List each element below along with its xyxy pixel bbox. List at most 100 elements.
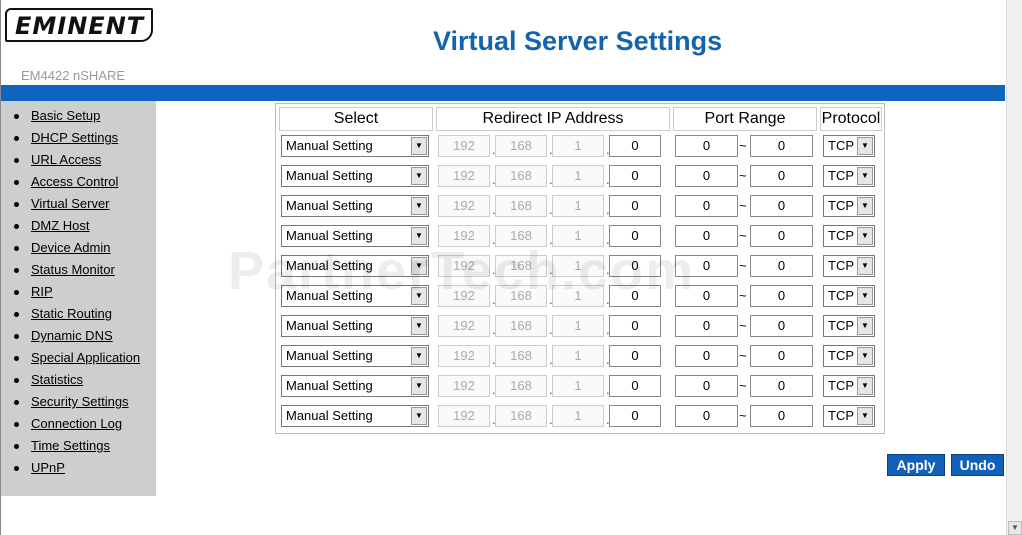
- ip-octet-4-field[interactable]: 0: [609, 345, 661, 367]
- scrollbar-track[interactable]: [1008, 0, 1022, 520]
- sidebar-link[interactable]: Dynamic DNS: [31, 328, 113, 343]
- dropdown-arrow-icon[interactable]: ▼: [857, 407, 873, 425]
- port-from-field[interactable]: 0: [675, 375, 738, 397]
- port-to-field[interactable]: 0: [750, 345, 813, 367]
- protocol-dropdown[interactable]: TCP▼: [823, 225, 875, 247]
- sidebar-link[interactable]: Special Application: [31, 350, 141, 365]
- protocol-dropdown[interactable]: TCP▼: [823, 195, 875, 217]
- sidebar-item-special-application[interactable]: Special Application: [1, 348, 156, 370]
- port-to-field[interactable]: 0: [750, 165, 813, 187]
- ip-octet-4-field[interactable]: 0: [609, 375, 661, 397]
- port-to-field[interactable]: 0: [750, 135, 813, 157]
- ip-octet-4-field[interactable]: 0: [609, 285, 661, 307]
- dropdown-arrow-icon[interactable]: ▼: [411, 377, 427, 395]
- dropdown-arrow-icon[interactable]: ▼: [411, 347, 427, 365]
- sidebar-link[interactable]: Virtual Server: [31, 196, 110, 211]
- port-from-field[interactable]: 0: [675, 195, 738, 217]
- dropdown-arrow-icon[interactable]: ▼: [857, 347, 873, 365]
- protocol-dropdown[interactable]: TCP▼: [823, 255, 875, 277]
- select-dropdown[interactable]: Manual Setting▼: [281, 225, 429, 247]
- sidebar-link[interactable]: Time Settings: [31, 438, 110, 453]
- scroll-down-icon[interactable]: ▼: [1008, 521, 1022, 535]
- sidebar-link[interactable]: Connection Log: [31, 416, 123, 431]
- dropdown-arrow-icon[interactable]: ▼: [411, 317, 427, 335]
- dropdown-arrow-icon[interactable]: ▼: [857, 227, 873, 245]
- sidebar-item-basic-setup[interactable]: Basic Setup: [1, 106, 156, 128]
- sidebar-item-status-monitor[interactable]: Status Monitor: [1, 260, 156, 282]
- sidebar-item-url-access[interactable]: URL Access: [1, 150, 156, 172]
- port-to-field[interactable]: 0: [750, 255, 813, 277]
- dropdown-arrow-icon[interactable]: ▼: [411, 407, 427, 425]
- port-from-field[interactable]: 0: [675, 255, 738, 277]
- protocol-dropdown[interactable]: TCP▼: [823, 285, 875, 307]
- protocol-dropdown[interactable]: TCP▼: [823, 375, 875, 397]
- ip-octet-4-field[interactable]: 0: [609, 165, 661, 187]
- port-to-field[interactable]: 0: [750, 315, 813, 337]
- dropdown-arrow-icon[interactable]: ▼: [857, 317, 873, 335]
- sidebar-link[interactable]: DMZ Host: [31, 218, 90, 233]
- dropdown-arrow-icon[interactable]: ▼: [857, 377, 873, 395]
- protocol-dropdown[interactable]: TCP▼: [823, 315, 875, 337]
- select-dropdown[interactable]: Manual Setting▼: [281, 255, 429, 277]
- dropdown-arrow-icon[interactable]: ▼: [857, 257, 873, 275]
- port-from-field[interactable]: 0: [675, 225, 738, 247]
- select-dropdown[interactable]: Manual Setting▼: [281, 195, 429, 217]
- sidebar-link[interactable]: UPnP: [31, 460, 65, 475]
- sidebar-link[interactable]: Statistics: [31, 372, 84, 387]
- dropdown-arrow-icon[interactable]: ▼: [857, 137, 873, 155]
- sidebar-link[interactable]: Status Monitor: [31, 262, 115, 277]
- sidebar-link[interactable]: Security Settings: [31, 394, 129, 409]
- undo-button[interactable]: Undo: [951, 454, 1004, 476]
- sidebar-link[interactable]: Basic Setup: [31, 108, 101, 123]
- dropdown-arrow-icon[interactable]: ▼: [411, 257, 427, 275]
- port-from-field[interactable]: 0: [675, 165, 738, 187]
- dropdown-arrow-icon[interactable]: ▼: [411, 197, 427, 215]
- protocol-dropdown[interactable]: TCP▼: [823, 165, 875, 187]
- port-to-field[interactable]: 0: [750, 375, 813, 397]
- apply-button[interactable]: Apply: [887, 454, 945, 476]
- select-dropdown[interactable]: Manual Setting▼: [281, 315, 429, 337]
- sidebar-item-dhcp-settings[interactable]: DHCP Settings: [1, 128, 156, 150]
- sidebar-link[interactable]: Device Admin: [31, 240, 111, 255]
- sidebar-item-access-control[interactable]: Access Control: [1, 172, 156, 194]
- port-to-field[interactable]: 0: [750, 285, 813, 307]
- port-from-field[interactable]: 0: [675, 135, 738, 157]
- sidebar-link[interactable]: RIP: [31, 284, 53, 299]
- select-dropdown[interactable]: Manual Setting▼: [281, 375, 429, 397]
- port-from-field[interactable]: 0: [675, 405, 738, 427]
- select-dropdown[interactable]: Manual Setting▼: [281, 285, 429, 307]
- sidebar-item-statistics[interactable]: Statistics: [1, 370, 156, 392]
- select-dropdown[interactable]: Manual Setting▼: [281, 345, 429, 367]
- ip-octet-4-field[interactable]: 0: [609, 195, 661, 217]
- ip-octet-4-field[interactable]: 0: [609, 135, 661, 157]
- select-dropdown[interactable]: Manual Setting▼: [281, 165, 429, 187]
- dropdown-arrow-icon[interactable]: ▼: [857, 167, 873, 185]
- dropdown-arrow-icon[interactable]: ▼: [411, 227, 427, 245]
- ip-octet-4-field[interactable]: 0: [609, 255, 661, 277]
- protocol-dropdown[interactable]: TCP▼: [823, 135, 875, 157]
- sidebar-link[interactable]: DHCP Settings: [31, 130, 119, 145]
- dropdown-arrow-icon[interactable]: ▼: [411, 137, 427, 155]
- sidebar-item-static-routing[interactable]: Static Routing: [1, 304, 156, 326]
- sidebar-item-upnp[interactable]: UPnP: [1, 458, 156, 480]
- sidebar-link[interactable]: URL Access: [31, 152, 102, 167]
- dropdown-arrow-icon[interactable]: ▼: [857, 197, 873, 215]
- select-dropdown[interactable]: Manual Setting▼: [281, 135, 429, 157]
- dropdown-arrow-icon[interactable]: ▼: [411, 167, 427, 185]
- sidebar-item-time-settings[interactable]: Time Settings: [1, 436, 156, 458]
- sidebar-item-dmz-host[interactable]: DMZ Host: [1, 216, 156, 238]
- sidebar-link[interactable]: Static Routing: [31, 306, 112, 321]
- port-to-field[interactable]: 0: [750, 225, 813, 247]
- protocol-dropdown[interactable]: TCP▼: [823, 345, 875, 367]
- ip-octet-4-field[interactable]: 0: [609, 315, 661, 337]
- port-to-field[interactable]: 0: [750, 405, 813, 427]
- port-to-field[interactable]: 0: [750, 195, 813, 217]
- protocol-dropdown[interactable]: TCP▼: [823, 405, 875, 427]
- sidebar-item-connection-log[interactable]: Connection Log: [1, 414, 156, 436]
- select-dropdown[interactable]: Manual Setting▼: [281, 405, 429, 427]
- sidebar-link[interactable]: Access Control: [31, 174, 119, 189]
- dropdown-arrow-icon[interactable]: ▼: [411, 287, 427, 305]
- sidebar-item-security-settings[interactable]: Security Settings: [1, 392, 156, 414]
- port-from-field[interactable]: 0: [675, 285, 738, 307]
- sidebar-item-virtual-server[interactable]: Virtual Server: [1, 194, 156, 216]
